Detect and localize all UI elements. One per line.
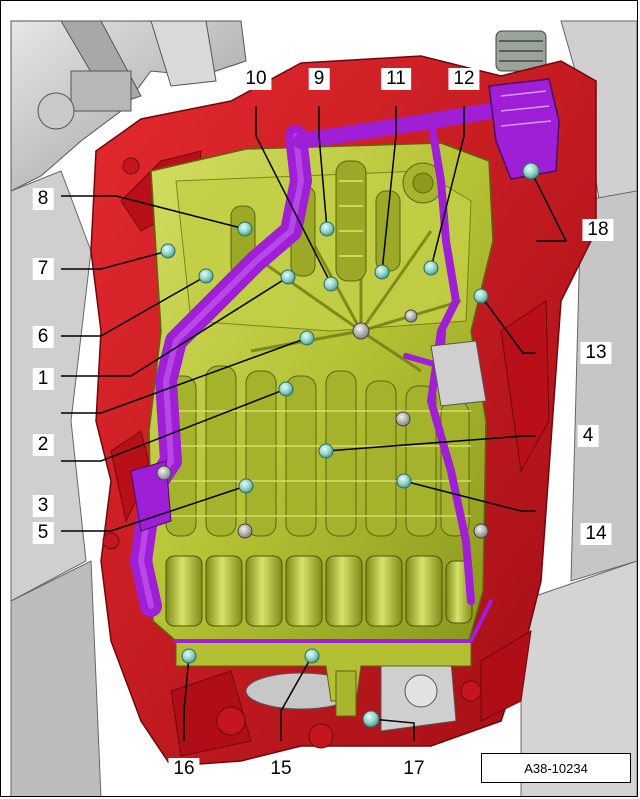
- leader-lines: [61, 106, 568, 741]
- callout-15: 15: [265, 758, 297, 780]
- callout-5: 5: [32, 522, 54, 544]
- callout-16: 16: [168, 758, 200, 780]
- callout-9: 9: [308, 68, 330, 90]
- figure-reference-label: A38-10234: [524, 760, 588, 776]
- callout-17: 17: [398, 758, 430, 780]
- plugs: [156, 309, 489, 539]
- callout-13: 13: [580, 342, 612, 364]
- callout-11: 11: [381, 68, 411, 90]
- callout-6: 6: [32, 326, 54, 348]
- connector-housing: [488, 78, 560, 180]
- figure-reference-box: A38-10234: [481, 753, 631, 783]
- callout-7: 7: [32, 258, 54, 280]
- callout-2: 2: [32, 434, 54, 456]
- sensor-connector: [430, 340, 487, 407]
- lower-components: [245, 660, 457, 732]
- callout-8: 8: [32, 188, 54, 210]
- callout-3: 3: [32, 495, 54, 517]
- callout-4: 4: [577, 425, 599, 447]
- bolts: [160, 162, 540, 728]
- valve-body: [148, 142, 494, 717]
- callout-12: 12: [448, 68, 480, 90]
- callout-1: 1: [32, 368, 54, 390]
- callout-18: 18: [582, 219, 614, 241]
- callout-10: 10: [240, 68, 272, 90]
- callout-14: 14: [580, 523, 612, 545]
